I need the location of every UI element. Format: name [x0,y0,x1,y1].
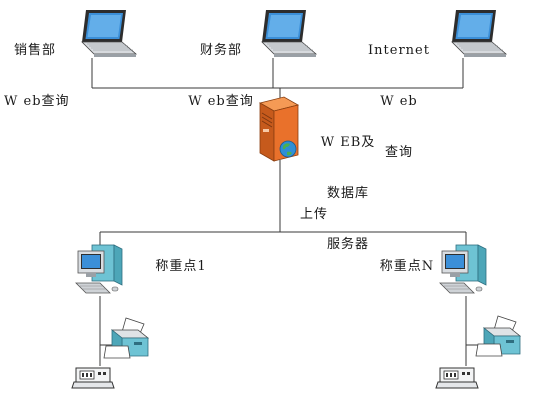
sales-label-line1: 销售部 [13,43,56,58]
sales-label-line2: W eb查询 [4,94,70,109]
internet-label-line1: Internet [368,43,430,58]
stationN-scale-icon [435,367,479,389]
stationN-computer-icon [439,244,487,294]
finance-label-line1: 财务部 [199,43,242,58]
finance-label: 财务部 W eb查询 [186,8,256,144]
upload-label: 上传 [299,207,328,222]
station1-computer-icon [75,244,123,294]
sales-laptop-icon [81,9,137,58]
internet-laptop-icon [451,9,507,58]
station1-scale-icon [71,367,115,389]
server-label-line3: 服务器 [326,237,369,252]
station1-label: 称重点1 [155,259,207,274]
server-label-line1: W EB及 [320,135,376,150]
internet-label: Internet W eb 查询 [366,8,432,195]
connection-lines [91,58,478,366]
server-icon [259,96,299,162]
server-label-line2: 数据库 [326,186,369,201]
internet-label-line3: 查询 [384,145,413,160]
server-label: W EB及 数据库 服务器 [318,100,378,287]
finance-label-line2: W eb查询 [188,94,254,109]
stationN-label: 称重点N [379,259,435,274]
internet-label-line2: W eb [380,94,418,109]
stationN-printer-icon [475,315,521,357]
finance-laptop-icon [261,9,317,58]
station1-printer-icon [103,317,149,359]
sales-label: 销售部 W eb查询 [4,8,70,144]
